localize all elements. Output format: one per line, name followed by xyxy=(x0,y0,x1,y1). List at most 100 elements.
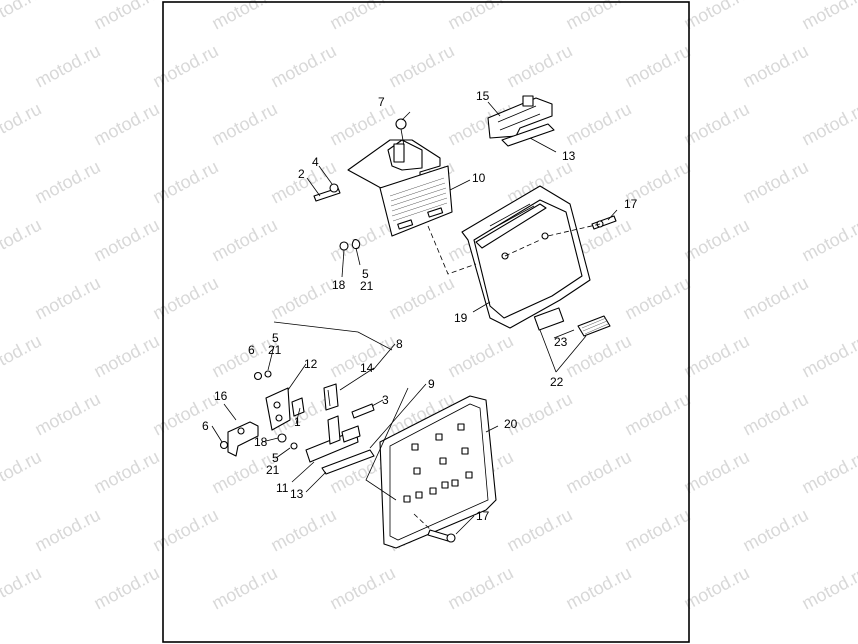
callout-18-upper: 18 xyxy=(332,278,346,292)
callout-11: 11 xyxy=(276,481,289,495)
callout-1: 1 xyxy=(294,415,301,429)
part-12-bracket xyxy=(265,387,291,431)
watermark-text: motod.ru xyxy=(149,389,221,440)
callout-21-mid: 21 xyxy=(268,343,282,357)
part-7-nut xyxy=(395,118,407,130)
watermark-text: motod.ru xyxy=(444,563,516,614)
watermark-text: motod.ru xyxy=(798,215,858,266)
callout-5-upper: 5 xyxy=(362,267,369,281)
watermark-text: motod.ru xyxy=(562,99,634,150)
callout-21-upper: 21 xyxy=(360,279,374,293)
watermark-text: motod.ru xyxy=(503,41,575,92)
watermark-text: motod.ru xyxy=(385,273,457,324)
watermark-text: motod.ru xyxy=(208,0,280,34)
leader-lines xyxy=(211,101,618,535)
watermark-text: motod.ru xyxy=(31,389,103,440)
watermark-text: motod.ru xyxy=(267,41,339,92)
watermark-text: motod.ru xyxy=(621,505,693,556)
watermark-text: motod.ru xyxy=(739,157,811,208)
part-14-clip xyxy=(323,383,339,411)
callout-6-lower: 6 xyxy=(202,419,209,433)
watermark-text: motod.ru xyxy=(0,563,45,614)
part-13-strip-lower xyxy=(321,449,375,475)
watermark-text: motod.ru xyxy=(90,563,162,614)
watermark-text: motod.ru xyxy=(680,0,752,34)
watermark-text: motod.ru xyxy=(90,0,162,34)
watermark-text: motod.ru xyxy=(562,447,634,498)
watermark-text: motod.ru xyxy=(680,99,752,150)
watermark-text: motod.ru xyxy=(739,389,811,440)
watermark-text: motod.ru xyxy=(562,563,634,614)
callout-3: 3 xyxy=(382,393,389,407)
watermark-text: motod.ru xyxy=(208,99,280,150)
watermark-text: motod.ru xyxy=(621,389,693,440)
callout-20: 20 xyxy=(504,417,518,431)
watermark-text: motod.ru xyxy=(385,41,457,92)
part-3-screw xyxy=(351,403,375,419)
callout-9: 9 xyxy=(428,377,435,391)
callout-23: 23 xyxy=(554,335,568,349)
watermark-text: motod.ru xyxy=(267,273,339,324)
watermark-text: motod.ru xyxy=(208,563,280,614)
watermark-text: motod.ru xyxy=(739,273,811,324)
callout-19: 19 xyxy=(454,311,468,325)
watermark-text: motod.ru xyxy=(149,273,221,324)
watermark-text: motod.ru xyxy=(149,157,221,208)
watermark-text: motod.ru xyxy=(149,41,221,92)
watermark-text: motod.ru xyxy=(90,331,162,382)
watermark-text: motod.ru xyxy=(267,505,339,556)
callout-14: 14 xyxy=(360,361,374,375)
watermark-text: motod.ru xyxy=(326,0,398,34)
part-18-nut xyxy=(339,241,349,251)
watermark-text: motod.ru xyxy=(739,505,811,556)
callout-13-upper: 13 xyxy=(562,149,576,163)
callout-17-lower: 17 xyxy=(476,509,490,523)
part-1-spacer xyxy=(291,397,305,417)
callout-2: 2 xyxy=(298,167,305,181)
watermark-text: motod.ru xyxy=(31,41,103,92)
callout-16: 16 xyxy=(214,389,228,403)
watermark-text: motod.ru xyxy=(326,215,398,266)
watermark-text: motod.ru xyxy=(31,273,103,324)
watermark-text: motod.ru xyxy=(680,215,752,266)
diagram-frame xyxy=(162,1,690,643)
part-10-bracket-assembly xyxy=(347,139,453,237)
part-6-nut-upper xyxy=(253,371,263,381)
callout-5-mid: 5 xyxy=(272,331,279,345)
watermark-text: motod.ru xyxy=(0,0,45,34)
watermark-text: motod.ru xyxy=(0,99,45,150)
watermark-text: motod.ru xyxy=(798,331,858,382)
watermark-text: motod.ru xyxy=(149,505,221,556)
watermark-text: motod.ru xyxy=(739,41,811,92)
watermark-text: motod.ru xyxy=(798,99,858,150)
watermark-text: motod.ru xyxy=(503,505,575,556)
callout-5-lower: 5 xyxy=(272,451,279,465)
callout-18-lower: 18 xyxy=(254,435,268,449)
part-11-bracket xyxy=(305,415,361,463)
part-13-strip-upper xyxy=(501,123,555,147)
callout-6-upper: 6 xyxy=(248,343,255,357)
watermark-text: motod.ru xyxy=(90,215,162,266)
watermark-text: motod.ru xyxy=(90,447,162,498)
watermark-text: motod.ru xyxy=(680,447,752,498)
callout-13-lower: 13 xyxy=(290,487,304,501)
watermark-text: motod.ru xyxy=(562,331,634,382)
callout-4: 4 xyxy=(312,155,319,169)
part-6-nut-lower xyxy=(219,440,229,450)
watermark-text: motod.ru xyxy=(680,563,752,614)
watermark-text: motod.ru xyxy=(444,0,516,34)
watermark-text: motod.ru xyxy=(444,331,516,382)
watermark-text: motod.ru xyxy=(0,215,45,266)
part-20-plate xyxy=(379,395,497,549)
part-15-bracket xyxy=(487,95,553,139)
part-18-nut-lower xyxy=(277,433,287,443)
watermark-text: motod.ru xyxy=(0,331,45,382)
callout-8: 8 xyxy=(396,337,403,351)
watermark-text: motod.ru xyxy=(267,157,339,208)
part-23-lens xyxy=(577,315,611,337)
callout-12: 12 xyxy=(304,357,318,371)
watermark-text: motod.ru xyxy=(0,447,45,498)
watermark-text: motod.ru xyxy=(31,505,103,556)
callout-21-lower: 21 xyxy=(266,463,280,477)
